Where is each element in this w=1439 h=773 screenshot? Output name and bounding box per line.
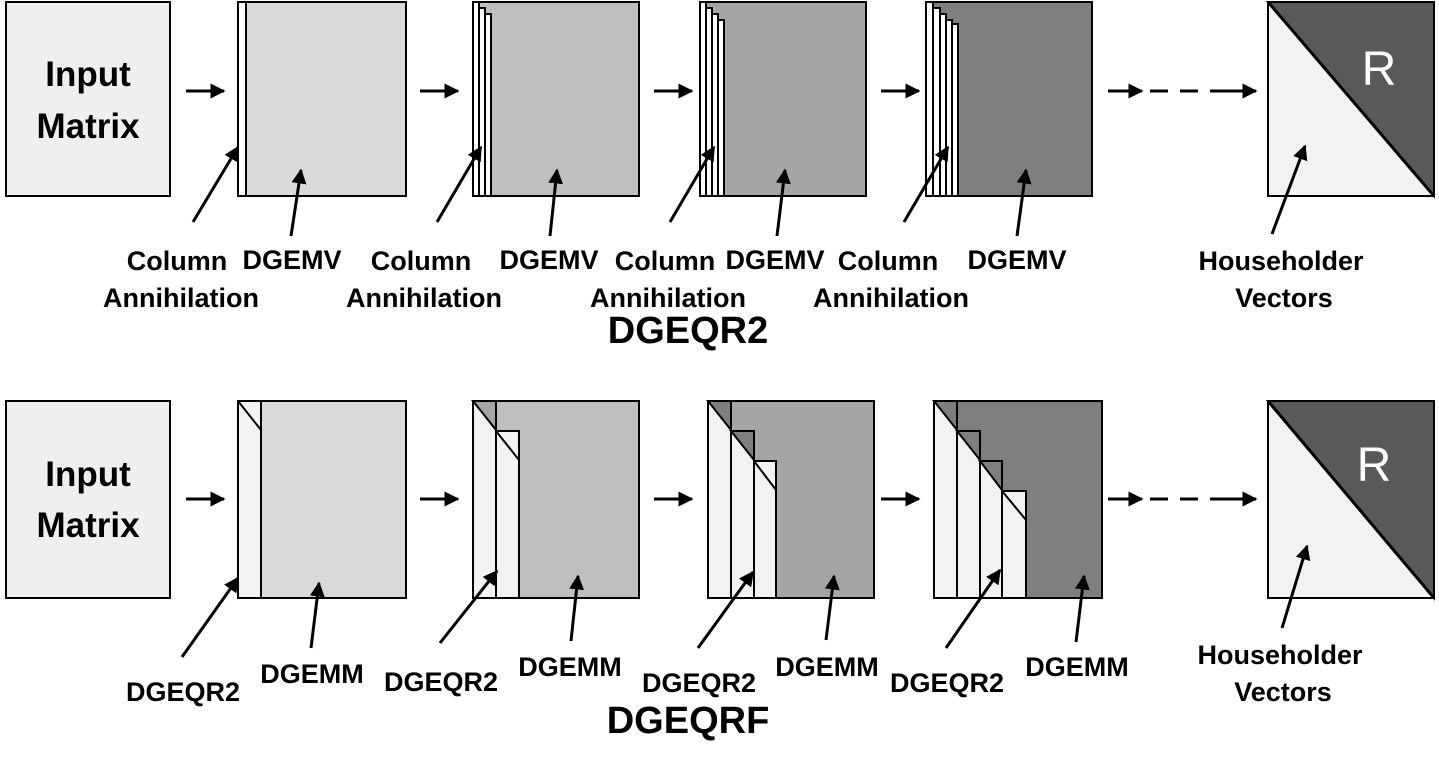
top-input-line2: Matrix: [36, 107, 140, 146]
top-pointer-arrows: [191, 144, 1308, 237]
bottom-input-line2: Matrix: [36, 506, 140, 545]
top-stage2-panel-line1: Column: [371, 246, 472, 276]
bottom-result-matrix: R: [1265, 400, 1436, 601]
top-stage3-panel-line2: Annihilation: [590, 283, 746, 313]
top-householder-line1: Householder: [1198, 246, 1364, 276]
top-stage4-panel-line2: Annihilation: [813, 283, 969, 313]
bottom-stage4-panel: DGEQR2: [890, 668, 1004, 698]
bottom-input-line1: Input: [45, 455, 131, 494]
bottom-stage2-update: DGEMM: [518, 652, 622, 682]
top-stage2-update: DGEMV: [499, 245, 598, 275]
top-stage-2-matrix: [472, 1, 640, 197]
top-stage3-panel-line1: Column: [615, 246, 716, 276]
bottom-stage3-update: DGEMM: [775, 652, 879, 682]
top-stage3-update: DGEMV: [725, 245, 824, 275]
bottom-stage-3-matrix: [705, 400, 875, 599]
top-stage2-panel-line2: Annihilation: [346, 283, 502, 313]
top-input-line1: Input: [45, 55, 131, 94]
bottom-stage-1-matrix: [237, 400, 407, 599]
annihilated-column: [237, 1, 247, 197]
top-stage4-update: DGEMV: [967, 245, 1066, 275]
bottom-title: DGEQRF: [607, 700, 770, 742]
top-title: DGEQR2: [608, 310, 768, 352]
bottom-stage2-panel: DGEQR2: [384, 667, 498, 697]
bottom-householder-line1: Householder: [1197, 640, 1363, 670]
panel-block: [237, 400, 262, 599]
bottom-stage-4-matrix: [931, 400, 1103, 599]
top-result-matrix: R: [1265, 1, 1436, 199]
bottom-stage1-update: DGEMM: [260, 659, 364, 689]
bottom-stage4-update: DGEMM: [1025, 652, 1129, 682]
bottom-stage-labels: DGEQR2 DGEMM DGEQR2 DGEMM DGEQR2 DGEMM D…: [126, 640, 1363, 707]
top-stage-3-matrix: [699, 1, 867, 197]
top-stage-1-matrix: [237, 1, 407, 197]
bottom-r-label: R: [1357, 439, 1392, 492]
top-stage4-panel-line1: Column: [838, 246, 939, 276]
top-stage1-panel-line2: Annihilation: [103, 283, 259, 313]
top-r-label: R: [1362, 43, 1397, 96]
bottom-householder-line2: Vectors: [1234, 677, 1332, 707]
bottom-input-matrix: Input Matrix: [5, 400, 171, 599]
top-input-matrix: Input Matrix: [5, 1, 171, 197]
bottom-stage-2-matrix: [470, 400, 640, 599]
dgeqrf-row: Input Matrix: [5, 400, 1436, 742]
top-stage-labels: Column Annihilation DGEMV Column Annihil…: [103, 245, 1364, 313]
bottom-pointer-arrows: [180, 544, 1311, 658]
top-stage1-panel-line1: Column: [127, 246, 228, 276]
dgeqr2-row: Input Matrix: [5, 1, 1436, 352]
top-stage-4-matrix: [925, 1, 1093, 197]
top-householder-line2: Vectors: [1235, 283, 1333, 313]
bottom-stage1-panel: DGEQR2: [126, 677, 240, 707]
top-stage1-update: DGEMV: [242, 245, 341, 275]
bottom-stage3-panel: DGEQR2: [642, 668, 756, 698]
